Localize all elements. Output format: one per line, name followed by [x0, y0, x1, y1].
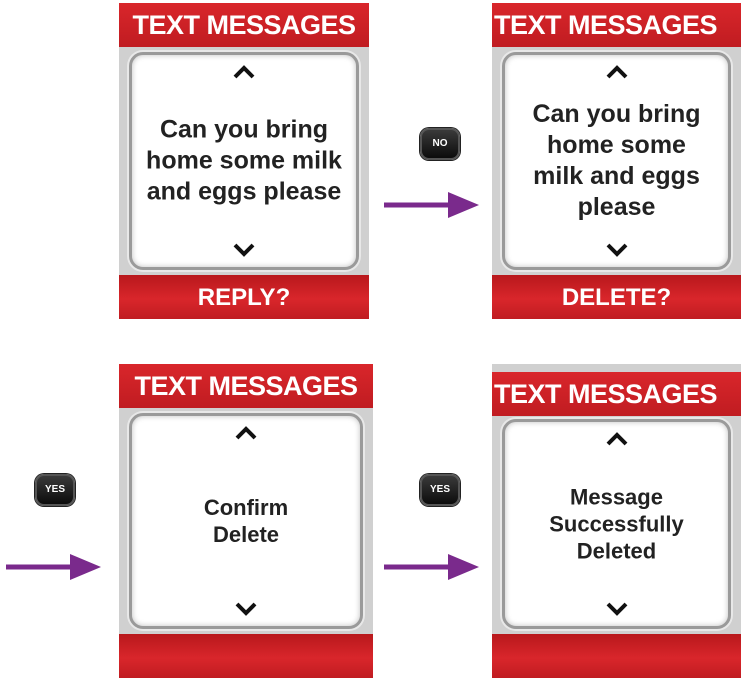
- phone-screen-reply: TEXT MESSAGES Can you bring home some mi…: [119, 3, 369, 319]
- screen-header: TEXT MESSAGES: [492, 3, 741, 47]
- chevron-down-icon: [235, 602, 257, 616]
- screen-header: TEXT MESSAGES: [492, 372, 741, 416]
- chevron-down-icon: [606, 602, 627, 616]
- message-text: Can you bring home some milk and eggs pl…: [146, 115, 342, 206]
- message-text: Confirm Delete: [203, 495, 289, 547]
- message-panel: Message Successfully Deleted: [502, 419, 731, 629]
- screen-header: TEXT MESSAGES: [119, 3, 369, 47]
- message-panel: Can you bring home some milk and eggs pl…: [502, 52, 731, 270]
- chevron-down-icon: [606, 243, 627, 257]
- yes-key: YES: [35, 474, 75, 506]
- delete-prompt: DELETE?: [492, 275, 741, 319]
- screen-footer: [119, 634, 373, 678]
- message-panel: Can you bring home some milk and eggs pl…: [129, 52, 359, 270]
- screen-header: TEXT MESSAGES: [119, 364, 373, 408]
- phone-screen-confirm: TEXT MESSAGES Confirm Delete: [119, 364, 373, 678]
- message-text: Can you bring home some milk and eggs pl…: [532, 100, 701, 221]
- chevron-up-icon: [233, 65, 255, 79]
- chevron-up-icon: [235, 426, 257, 440]
- reply-prompt: REPLY?: [119, 275, 369, 319]
- arrow-right-icon: [6, 554, 101, 580]
- arrow-right-icon: [384, 554, 479, 580]
- chevron-down-icon: [233, 243, 255, 257]
- phone-screen-deleted: TEXT MESSAGES Message Successfully Delet…: [492, 364, 741, 678]
- message-panel: Confirm Delete: [129, 413, 363, 629]
- phone-screen-delete: TEXT MESSAGES Can you bring home some mi…: [492, 3, 741, 319]
- screen-footer: [492, 634, 741, 678]
- chevron-up-icon: [606, 432, 627, 446]
- no-key: NO: [420, 128, 460, 160]
- chevron-up-icon: [606, 65, 627, 79]
- yes-key: YES: [420, 474, 460, 506]
- message-text: Message Successfully Deleted: [549, 484, 684, 564]
- arrow-right-icon: [384, 192, 479, 218]
